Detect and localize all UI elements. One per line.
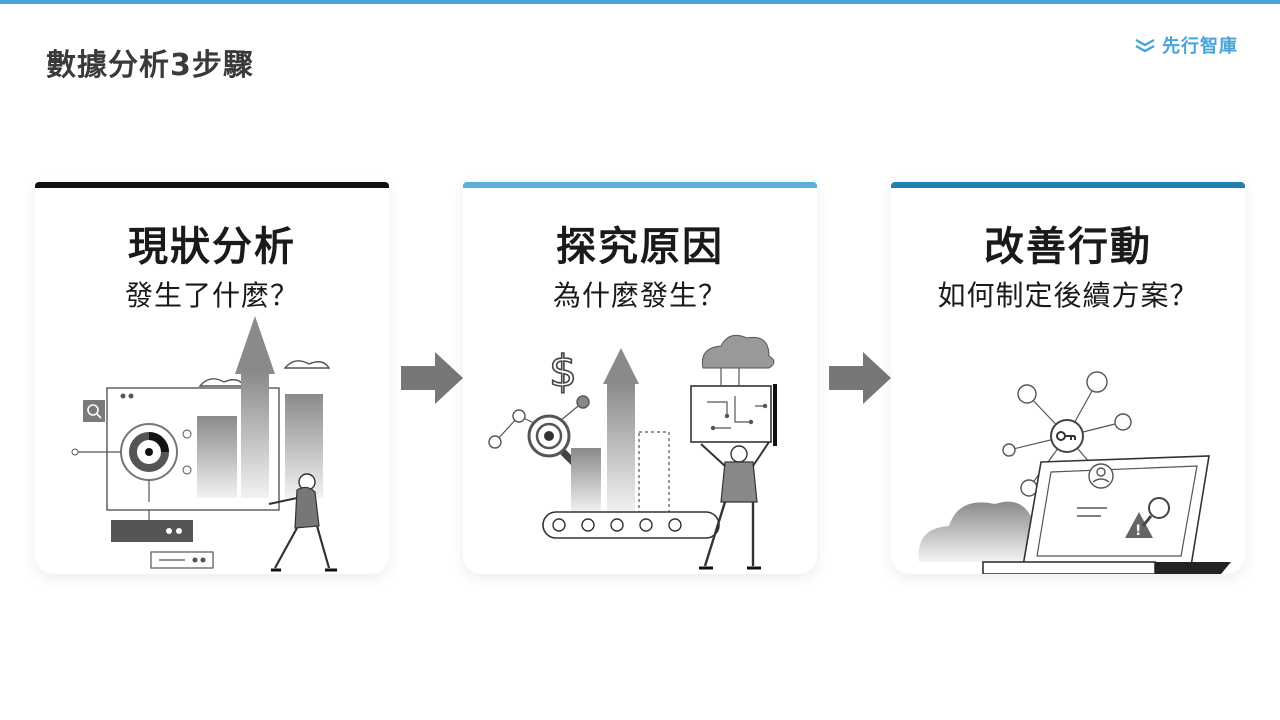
step-2-subtitle: 為什麼發生？: [552, 279, 727, 312]
step-card-1: 現狀分析 發生了什麼？: [35, 182, 389, 574]
step-1-title: 現狀分析: [128, 224, 296, 270]
step-1-subtitle: 發生了什麼？: [124, 279, 299, 312]
root-cause-investigation-illustration: $: [488, 334, 777, 570]
right-arrow-icon: [829, 352, 891, 404]
brand-name: 先行智庫: [1162, 36, 1238, 57]
step-3-subtitle: 如何制定後續方案？: [937, 279, 1199, 312]
svg-text:!: !: [1135, 523, 1141, 539]
top-accent-bar: [0, 0, 1280, 4]
brand-logo-icon: [1135, 38, 1155, 53]
step-card-2-accent-bar: [463, 182, 817, 188]
step-card-3-accent-bar: [891, 182, 1245, 188]
svg-text:$: $: [549, 346, 577, 397]
step-3-title: 改善行動: [984, 224, 1152, 270]
right-arrow-icon: [401, 352, 463, 404]
analytics-dashboard-illustration: [71, 316, 337, 572]
step-card-3: 改善行動 如何制定後續方案？ !: [891, 182, 1245, 574]
brand-logo: 先行智庫: [1134, 34, 1238, 57]
page-title: 數據分析3步驟: [46, 48, 254, 83]
security-network-laptop-illustration: !: [918, 371, 1231, 574]
step-card-2: 探究原因 為什麼發生？ $: [463, 182, 817, 574]
step-card-1-accent-bar: [35, 182, 389, 188]
step-2-title: 探究原因: [556, 224, 724, 270]
